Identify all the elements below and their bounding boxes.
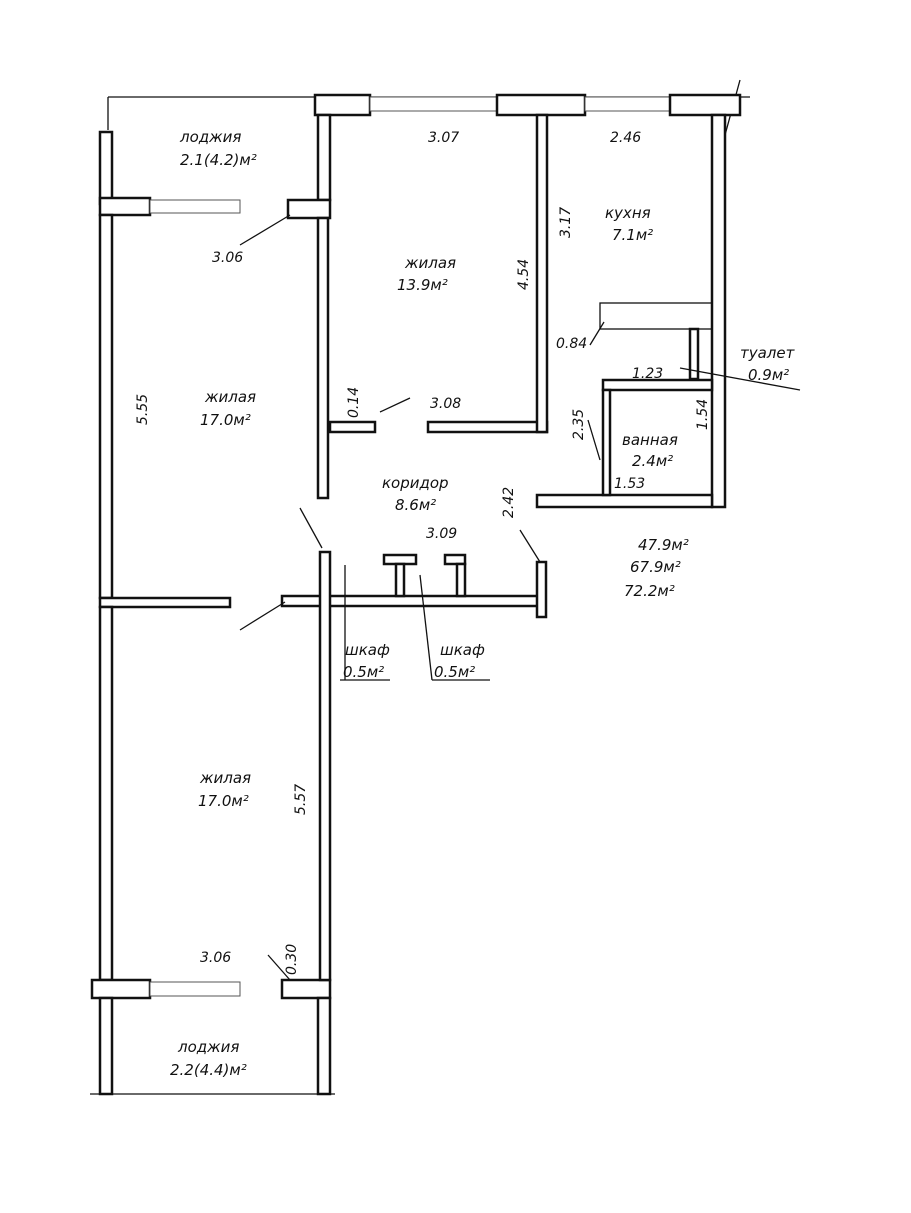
- bath-name: ванная: [622, 431, 678, 449]
- living-top-name: жилая: [404, 254, 456, 272]
- dim-1-23: 1.23: [632, 366, 663, 382]
- dim-1-53: 1.53: [614, 476, 645, 492]
- dim-2-35: 2.35: [571, 409, 587, 440]
- dim-0-84: 0.84: [556, 336, 587, 352]
- closet1-area: 0.5м²: [343, 663, 384, 681]
- closet1-name: шкаф: [345, 641, 390, 659]
- loggia-top-area: 2.1(4.2)м²: [180, 151, 257, 169]
- living-top-area: 13.9м²: [397, 276, 448, 294]
- total-area-3: 72.2м²: [624, 582, 675, 600]
- living-bottom-area: 17.0м²: [198, 792, 249, 810]
- kitchen-area: 7.1м²: [612, 226, 653, 244]
- loggia-bottom-name: лоджия: [177, 1038, 239, 1056]
- toilet-name: туалет: [740, 344, 796, 362]
- living-left-area: 17.0м²: [200, 411, 251, 429]
- total-area-1: 47.9м²: [638, 536, 689, 554]
- dim-2-46: 2.46: [610, 130, 641, 146]
- walls: [90, 79, 750, 1096]
- loggia-bottom-area: 2.2(4.4)м²: [170, 1061, 247, 1079]
- kitchen-name: кухня: [605, 204, 651, 222]
- dim-3-07: 3.07: [428, 130, 459, 146]
- dim-3-09: 3.09: [426, 526, 457, 542]
- dim-4-54: 4.54: [516, 259, 532, 290]
- dim-3-06-top: 3.06: [212, 250, 243, 266]
- dim-5-55: 5.55: [135, 394, 151, 425]
- dim-0-30: 0.30: [284, 944, 300, 975]
- living-bottom-name: жилая: [199, 769, 251, 787]
- dim-1-54: 1.54: [695, 399, 711, 430]
- loggia-top-name: лоджия: [179, 128, 241, 146]
- dim-2-42: 2.42: [501, 487, 517, 518]
- closet2-area: 0.5м²: [434, 663, 475, 681]
- bath-area: 2.4м²: [632, 452, 673, 470]
- corridor-area: 8.6м²: [395, 496, 436, 514]
- dim-3-17: 3.17: [558, 207, 574, 238]
- dim-0-14: 0.14: [346, 387, 362, 418]
- closet2-name: шкаф: [440, 641, 485, 659]
- corridor-name: коридор: [382, 474, 449, 492]
- leader-lines: [239, 214, 801, 981]
- dim-5-57: 5.57: [293, 784, 309, 815]
- dim-3-08: 3.08: [430, 396, 461, 412]
- total-area-2: 67.9м²: [630, 558, 681, 576]
- toilet-area: 0.9м²: [748, 366, 789, 384]
- living-left-name: жилая: [204, 388, 256, 406]
- dim-3-06-bottom: 3.06: [200, 950, 231, 966]
